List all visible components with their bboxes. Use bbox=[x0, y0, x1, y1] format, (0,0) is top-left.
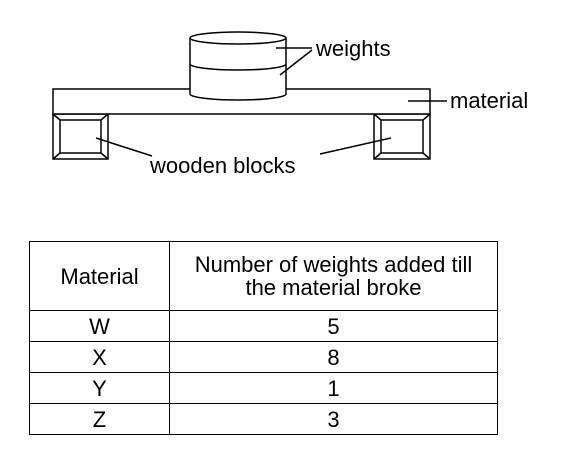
material-cell: W bbox=[29, 310, 170, 342]
weights-label: weights bbox=[315, 36, 391, 61]
weights-added-cell: 5 bbox=[169, 310, 498, 342]
table-row: X 8 bbox=[29, 341, 498, 373]
weights-added-header-line-1: Number of weights added till bbox=[194, 252, 473, 277]
material-label: material bbox=[450, 88, 528, 113]
results-table: Material Number of weights added till th… bbox=[29, 241, 498, 435]
table-row: W 5 bbox=[29, 310, 498, 342]
weights-added-column-header: Number of weights added till the materia… bbox=[169, 241, 498, 311]
material-cell: Z bbox=[29, 403, 170, 435]
wooden-block-right-leader-line bbox=[319, 137, 392, 155]
material-column-header: Material bbox=[29, 241, 170, 311]
weights-added-header-line-2: the material broke bbox=[245, 275, 422, 300]
weights-added-cell: 1 bbox=[169, 372, 498, 404]
table-row: Y 1 bbox=[29, 372, 498, 404]
table-row: Z 3 bbox=[29, 403, 498, 435]
wooden-blocks-label: wooden blocks bbox=[149, 153, 296, 178]
material-cell: X bbox=[29, 341, 170, 373]
weights-added-cell: 8 bbox=[169, 341, 498, 373]
wooden-block-left-leader-line bbox=[95, 137, 153, 157]
experiment-diagram: weights material wooden blocks bbox=[52, 31, 528, 178]
wooden-block-right bbox=[373, 113, 431, 160]
weights-added-cell: 3 bbox=[169, 403, 498, 435]
wooden-block-left bbox=[52, 113, 109, 160]
material-cell: Y bbox=[29, 372, 170, 404]
weights-leader-line-2 bbox=[279, 49, 313, 76]
table-header-row: Material Number of weights added till th… bbox=[29, 241, 498, 311]
weights-stack bbox=[189, 31, 287, 101]
